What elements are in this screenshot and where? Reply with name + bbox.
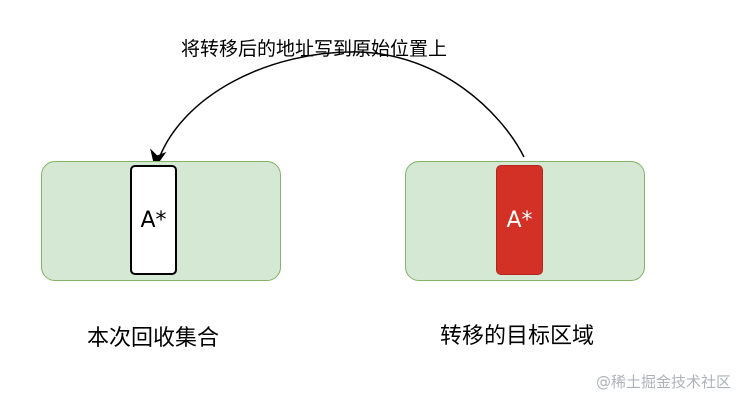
moved-object: A* [496, 165, 543, 275]
target-region-caption: 转移的目标区域 [440, 324, 595, 349]
original-object-label: A* [140, 207, 167, 233]
moved-object-label: A* [506, 207, 533, 233]
arrow-label: 将转移后的地址写到原始位置上 [181, 38, 448, 60]
collection-set-caption: 本次回收集合 [87, 326, 220, 351]
forwarding-arrow-line [156, 51, 525, 165]
original-object-slot: A* [130, 165, 177, 275]
watermark: @稀土掘金技术社区 [596, 373, 732, 391]
